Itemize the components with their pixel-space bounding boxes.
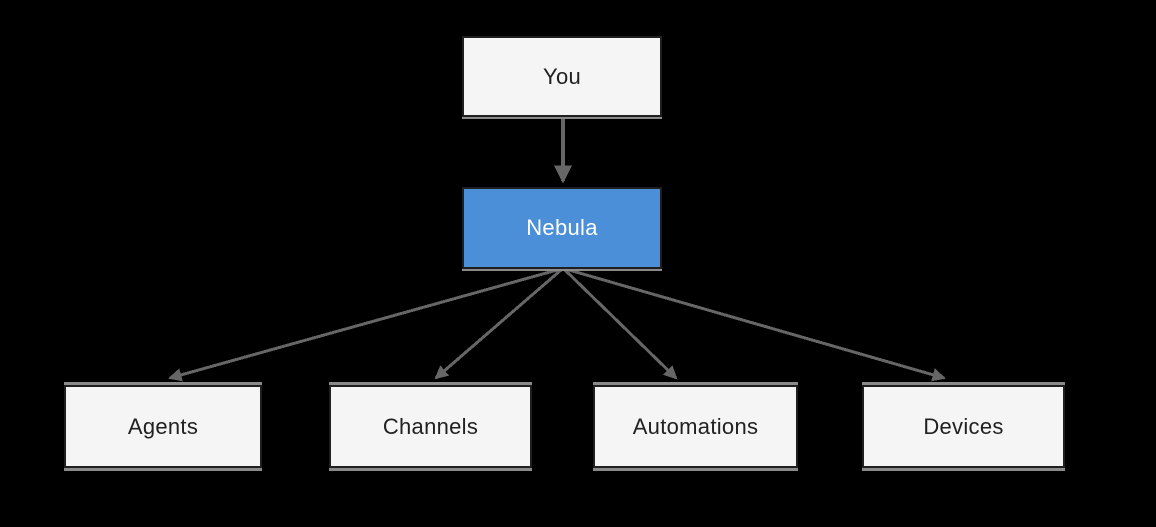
node-channels: Channels xyxy=(329,385,532,468)
edge-nebula-agents xyxy=(168,268,558,382)
node-agents-label: Agents xyxy=(127,413,199,439)
node-nebula-label: Nebula xyxy=(526,215,598,240)
node-you: You xyxy=(462,36,662,117)
node-automations-label: Automations xyxy=(632,413,759,439)
edge-nebula-devices xyxy=(568,268,946,382)
node-devices-label: Devices xyxy=(923,413,1004,439)
node-nebula: Nebula xyxy=(462,187,662,269)
node-you-label: You xyxy=(542,63,582,89)
node-channels-label: Channels xyxy=(382,413,479,439)
node-agents: Agents xyxy=(64,385,262,468)
node-devices: Devices xyxy=(862,385,1065,468)
node-automations: Automations xyxy=(593,385,798,468)
edge-nebula-channels xyxy=(434,268,562,380)
edge-nebula-automations xyxy=(563,268,678,380)
